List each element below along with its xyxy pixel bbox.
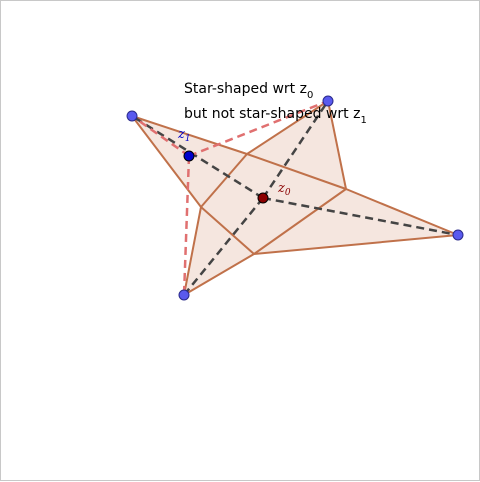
ray-z0-vertex: [183, 197, 264, 296]
triangulation-edges: [200, 153, 347, 255]
vertex-point[interactable]: [452, 229, 464, 241]
edge-inner: [253, 188, 347, 255]
ray-z0-vertex: [262, 196, 459, 237]
rays-from-z0: [131, 100, 459, 296]
edge-inner: [246, 153, 347, 190]
vertex-point[interactable]: [322, 95, 334, 107]
vertex-point[interactable]: [126, 110, 138, 122]
vertex-point[interactable]: [178, 289, 190, 301]
ray-z0-vertex: [261, 100, 330, 199]
ray-z1-vertex: [188, 99, 329, 158]
caption-line-2: but not star-shaped wrt z1: [184, 106, 367, 126]
ray-z1-vertex: [131, 114, 190, 158]
caption-line-1: Star-shaped wrt z0: [184, 81, 313, 101]
point-z1[interactable]: [183, 150, 195, 162]
label-z1: z1: [177, 127, 191, 144]
point-z0[interactable]: [257, 192, 269, 204]
ray-z1-vertex: [182, 155, 191, 296]
edge-inner: [200, 153, 248, 208]
edge-inner: [200, 206, 255, 255]
label-z0: z0: [277, 181, 291, 198]
rays-from-z1: [131, 99, 329, 296]
polygon-vertices: [126, 95, 464, 301]
